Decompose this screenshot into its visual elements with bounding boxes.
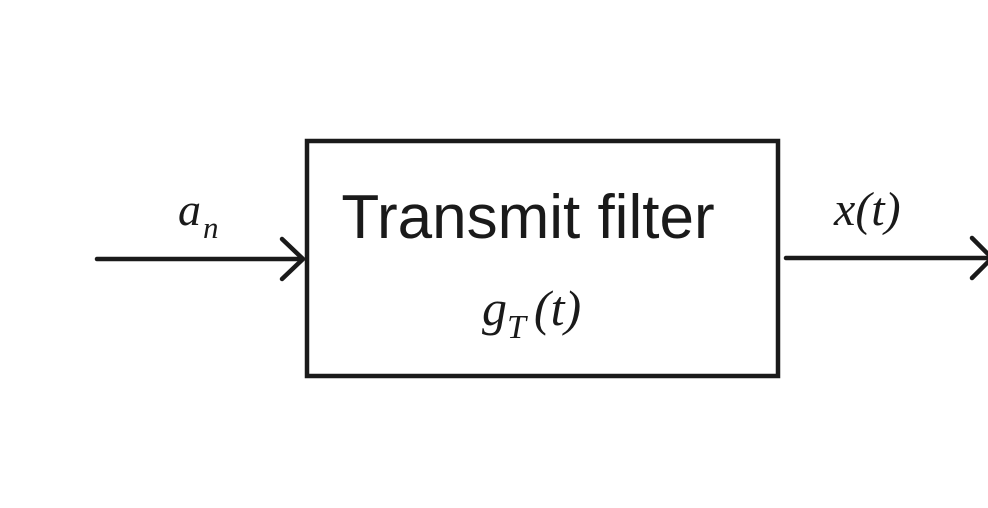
output-argument: (t) [855,183,900,236]
block-function-subscript: T [507,309,528,346]
output-symbol: x [833,183,855,236]
block-function-name: g [482,280,507,336]
block-function-argument: (t) [534,280,581,336]
input-arrow [94,236,306,282]
output-arrow [783,235,988,281]
block-function: gT(t) [482,280,581,346]
input-subscript: n [203,210,219,245]
output-arrow-head [969,235,988,281]
input-symbol: a [178,184,201,235]
output-label: x(t) [833,183,901,236]
input-arrow-head [279,236,306,282]
transmit-filter-block [304,138,781,379]
input-label: an [178,184,219,245]
block-title: Transmit filter [341,183,714,252]
